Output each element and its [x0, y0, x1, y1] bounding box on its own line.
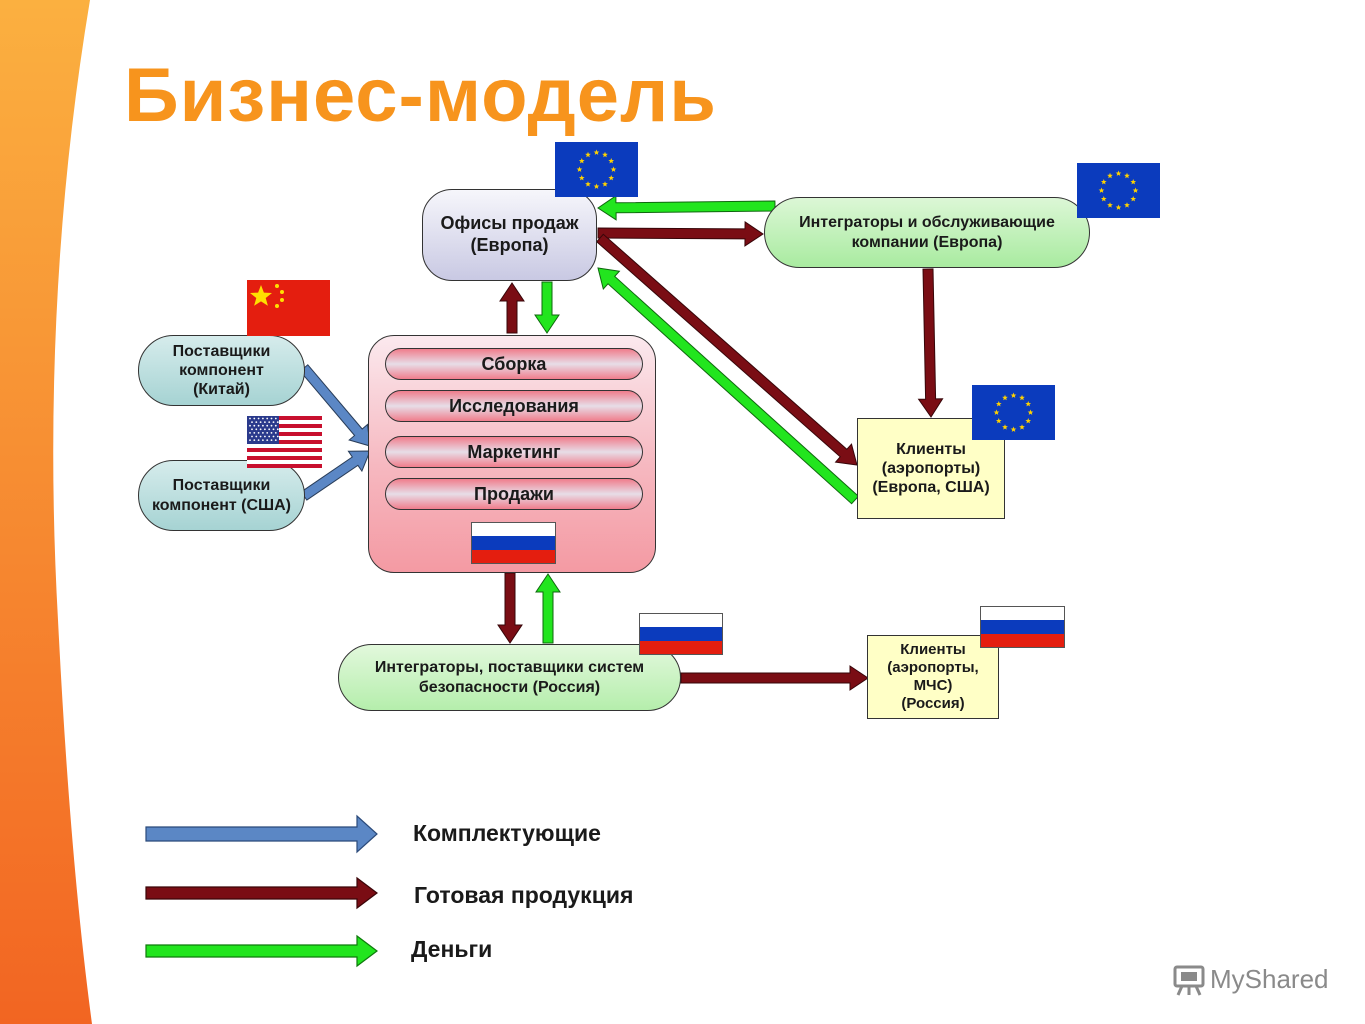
arrow-integrators-ru-to-clients-ru [680, 665, 869, 691]
page-title: Бизнес-модель [124, 53, 718, 138]
clients-europe-node: Клиенты (аэропорты) (Европа, США) [857, 418, 1005, 519]
eu-flag [1077, 163, 1160, 218]
function-sales: Продажи [385, 478, 643, 510]
logo-icon [1173, 965, 1205, 996]
legend-components-arrow [145, 814, 378, 854]
legend-components-label: Комплектующие [413, 820, 601, 846]
arrow-core-to-integrators-ru [497, 572, 523, 644]
arrow-offices-to-integrators-eu [597, 220, 764, 247]
integrators-russia-node: Интеграторы, поставщики систем безопасно… [338, 644, 681, 711]
function-research: Исследования [385, 390, 643, 422]
clients-russia-node: Клиенты (аэропорты, МЧС) (Россия) [867, 635, 999, 719]
logo-text: MyShared [1210, 963, 1329, 994]
sales-offices-node: Офисы продаж (Европа) [422, 189, 597, 281]
integrators-europe-node: Интеграторы и обслуживающие компании (Ев… [764, 197, 1090, 268]
function-marketing: Маркетинг [385, 436, 643, 468]
russia-flag [639, 613, 723, 655]
function-assembly: Сборка [385, 348, 643, 380]
legend-products-arrow [145, 876, 378, 910]
legend-money-arrow [145, 934, 378, 968]
arrow-usa-to-core [300, 450, 371, 501]
arrow-integrators-eu-to-offices [597, 194, 776, 221]
arrow-offices-to-core [534, 281, 560, 334]
eu-flag [555, 142, 638, 197]
arrow-core-to-offices [499, 282, 525, 334]
russia-flag [980, 606, 1065, 648]
usa-flag [247, 416, 322, 468]
eu-flag [972, 385, 1055, 440]
china-flag [247, 280, 330, 336]
suppliers-china-node: Поставщики компонент (Китай) [138, 335, 305, 406]
arrow-offices-to-clients-eu [595, 233, 858, 466]
legend-products-label: Готовая продукция [414, 882, 634, 908]
legend-money-label: Деньги [411, 936, 493, 962]
arrow-clients-eu-to-offices [597, 267, 860, 505]
arrow-integrators-ru-to-core [535, 573, 561, 644]
arrow-integrators-eu-to-clients-eu [917, 268, 944, 418]
russia-flag [471, 522, 556, 564]
suppliers-usa-node: Поставщики компонент (США) [138, 460, 305, 531]
company-core-block: Сборка Исследования Маркетинг Продажи [368, 335, 656, 573]
decorative-side-band [0, 0, 92, 1024]
watermark-logo: MyShared [1172, 962, 1329, 996]
